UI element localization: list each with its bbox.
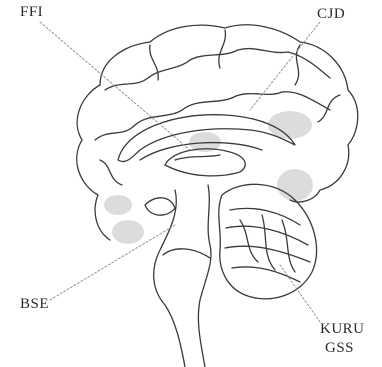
gyri-small-2 — [219, 30, 226, 68]
gyri-small-4 — [318, 95, 340, 122]
thalamus-detail — [175, 155, 220, 160]
cerebellum-folia-2 — [226, 226, 308, 245]
pons — [163, 249, 210, 258]
gyri-small-5 — [100, 160, 122, 185]
cerebellum-folia-4 — [232, 267, 300, 282]
cerebellum-folia-1 — [230, 208, 300, 225]
label-kuru: KURU — [320, 321, 365, 337]
thalamus — [165, 149, 245, 176]
shade-cjd — [268, 111, 312, 139]
label-bse: BSE — [20, 296, 49, 312]
label-gss: GSS — [325, 340, 354, 356]
leader-kuru — [280, 265, 320, 322]
cerebellum-arbor — [240, 215, 295, 272]
pituitary — [145, 198, 175, 215]
leader-cjd — [250, 22, 320, 110]
brainstem-back — [198, 185, 211, 367]
shade-occipital — [277, 169, 313, 201]
shade-frontal — [104, 195, 132, 215]
label-cjd: CJD — [317, 6, 345, 22]
brainstem — [154, 190, 185, 367]
label-ffi: FFI — [20, 4, 43, 20]
shade-bse — [112, 220, 144, 244]
